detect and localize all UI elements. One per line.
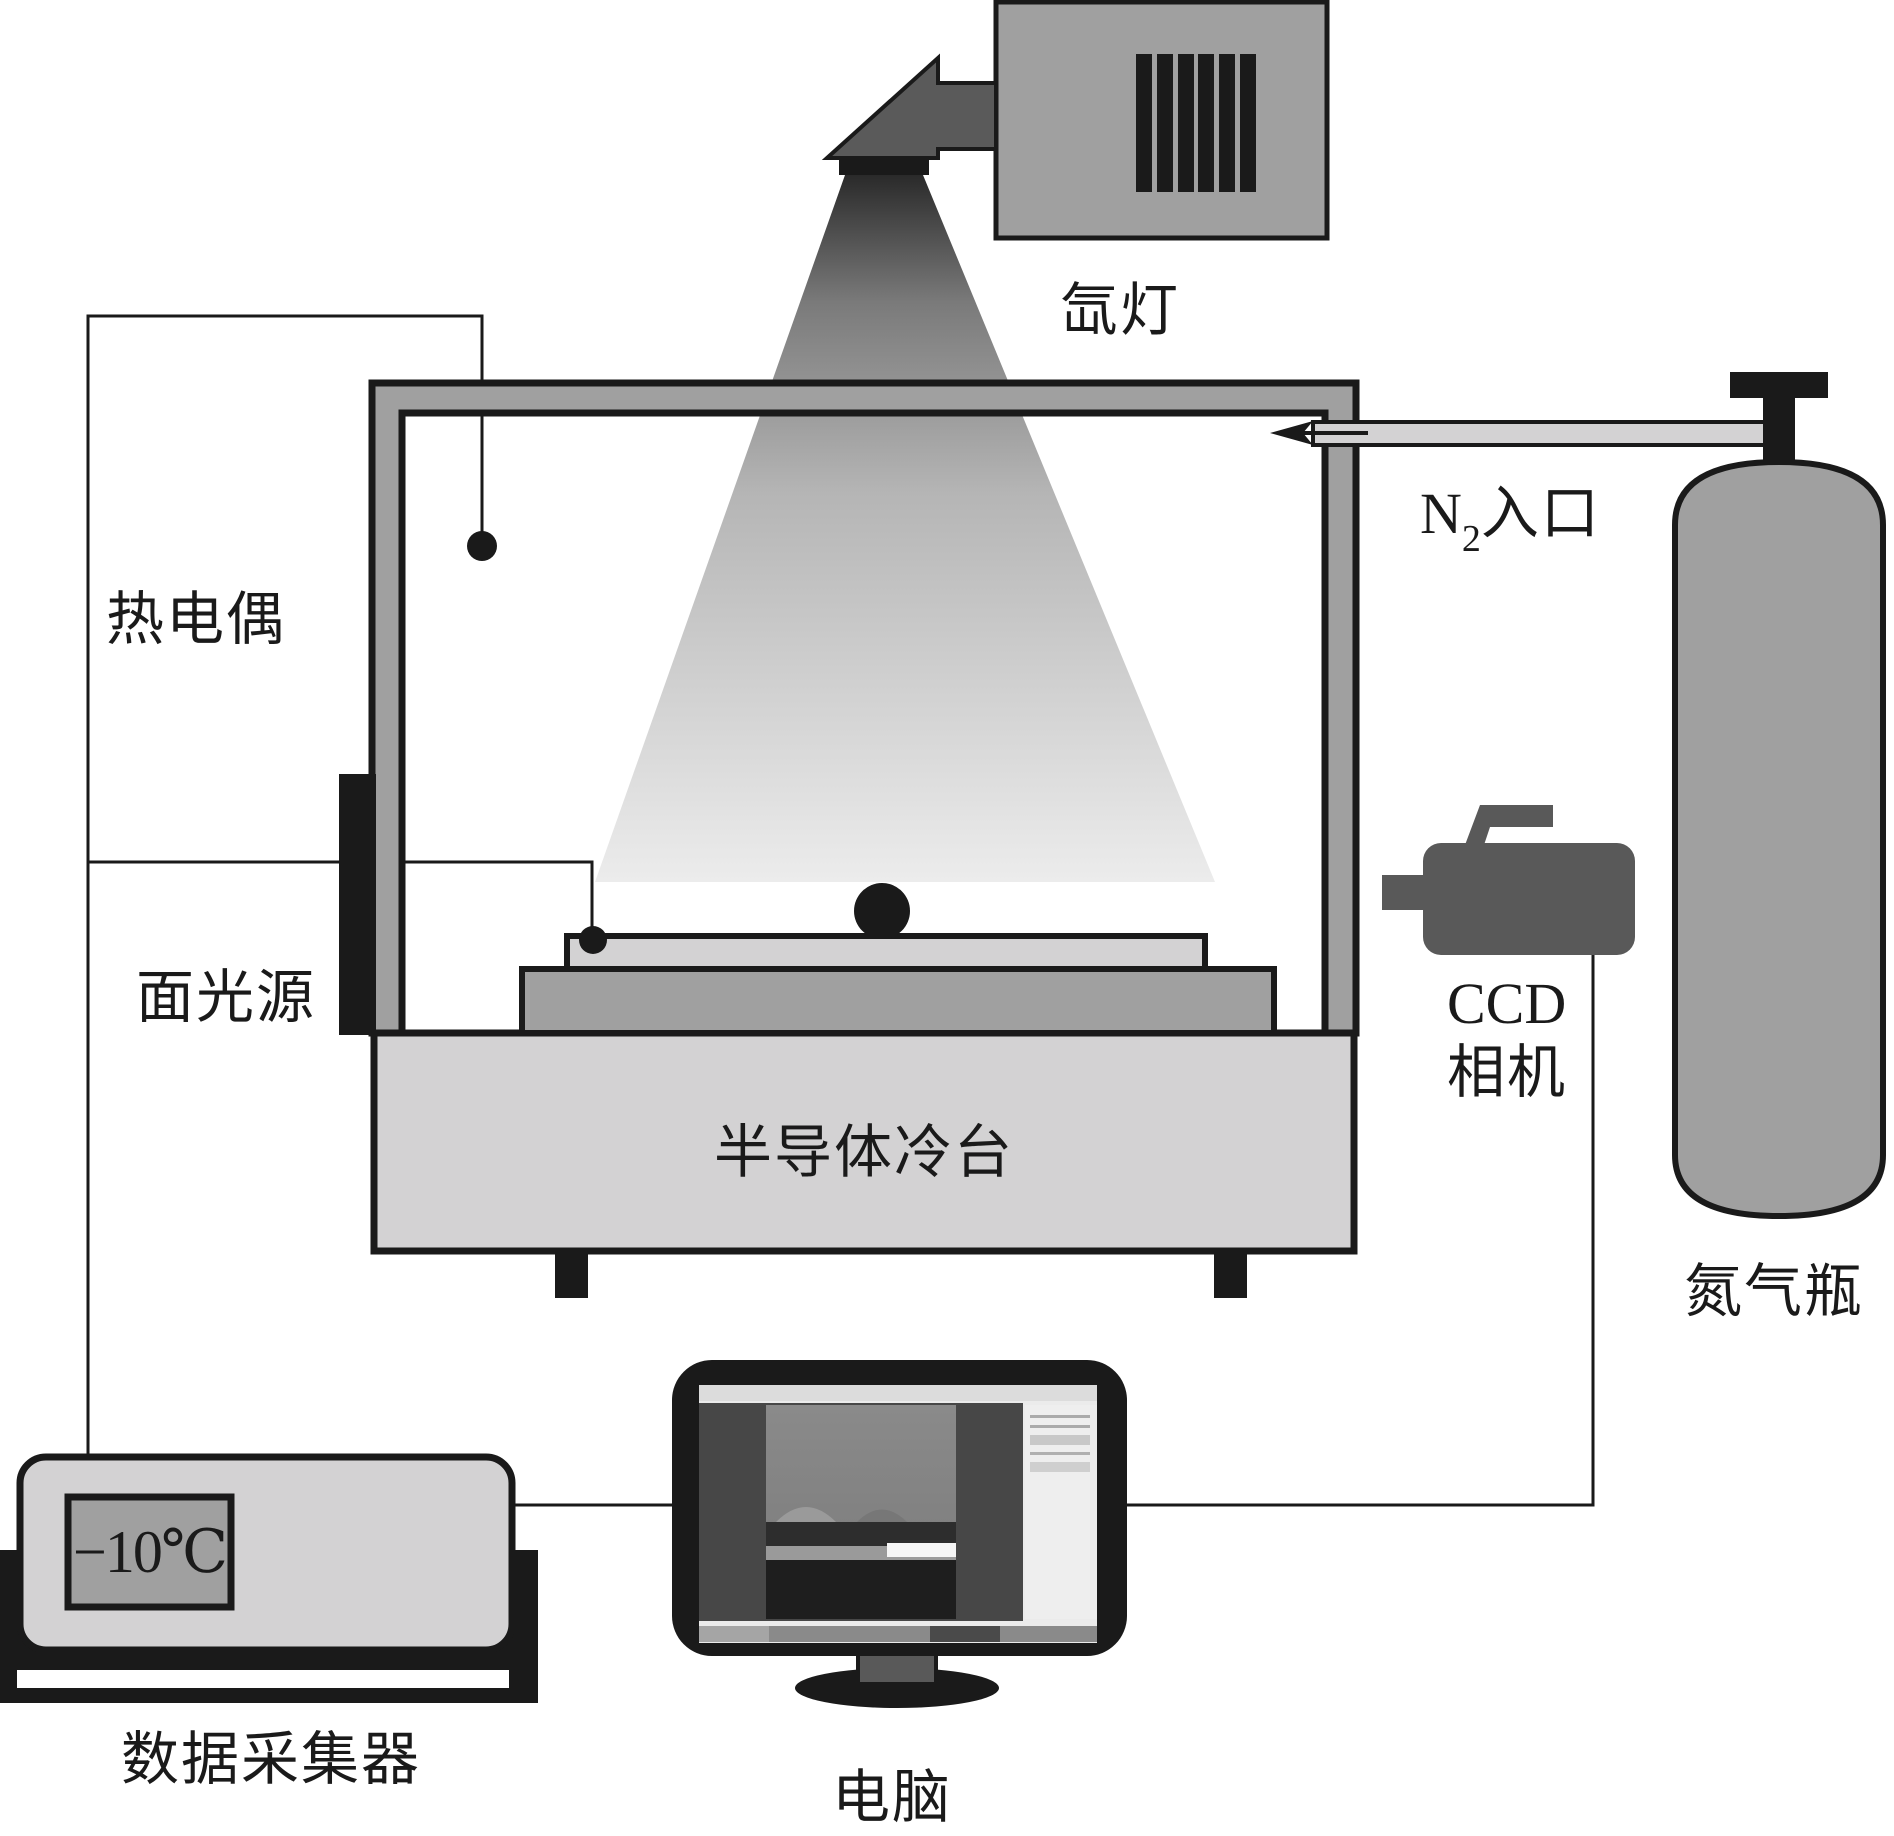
label-n2-inlet-suffix: 入口 <box>1480 479 1601 547</box>
camera-computer-cable <box>1127 955 1595 1507</box>
label-area-light-source: 面光源 <box>136 963 317 1031</box>
label-computer: 电脑 <box>832 1763 953 1831</box>
label-nitrogen-cylinder: 氮气瓶 <box>1684 1257 1865 1325</box>
area-light-source-panel <box>339 774 376 1035</box>
temperature-readout: −10℃ <box>73 1519 228 1585</box>
label-ccd-camera-line2: 相机 <box>1447 1038 1568 1106</box>
cylinder-valve-stem <box>1763 398 1795 468</box>
ccd-camera-icon <box>1382 805 1635 955</box>
label-data-logger: 数据采集器 <box>121 1725 422 1793</box>
monitor-base <box>795 1668 999 1708</box>
stage-leg-left <box>555 1250 588 1298</box>
wires <box>86 314 1595 1507</box>
lamp-light-guide-arrow <box>821 53 998 160</box>
label-cooling-stage: 半导体冷台 <box>714 1118 1015 1186</box>
label-n2-inlet-subscript: 2 <box>1461 518 1481 560</box>
lamp-vent-grille-icon <box>1136 54 1256 192</box>
nitrogen-cylinder <box>1672 372 1886 1220</box>
thermocouple-probe-surface <box>579 926 607 954</box>
flow-arrow-icon <box>1270 421 1313 445</box>
semiconductor-cooling-stage <box>370 1029 1358 1298</box>
thermocouple-probe-air <box>467 531 497 561</box>
cylinder-valve-cap <box>1730 372 1828 398</box>
label-ccd-camera-line1: CCD <box>1447 971 1567 1036</box>
label-n2-inlet: N2入口 <box>1420 481 1601 558</box>
label-n2-inlet-prefix: N <box>1420 481 1462 546</box>
stage-leg-right <box>1214 1250 1247 1298</box>
monitor-screen <box>699 1385 1097 1643</box>
thermocouple-wire-air <box>86 314 484 1456</box>
data-logger <box>0 1453 538 1703</box>
monitor-neck <box>856 1652 938 1686</box>
cold-plate <box>519 966 1277 1036</box>
water-droplet <box>854 883 910 939</box>
n2-inlet-pipe <box>1270 420 1767 447</box>
lamp-nozzle <box>839 158 929 175</box>
light-beam <box>595 175 1215 882</box>
label-thermocouple: 热电偶 <box>106 585 287 653</box>
cylinder-body <box>1672 458 1886 1220</box>
label-xenon-lamp: 氙灯 <box>1060 276 1181 344</box>
sample-plate <box>564 933 1208 972</box>
logger-display <box>64 1493 235 1611</box>
thermocouple-wire-surface <box>88 860 594 928</box>
computer-monitor-icon <box>672 1360 1127 1708</box>
xenon-lamp <box>821 0 1330 241</box>
